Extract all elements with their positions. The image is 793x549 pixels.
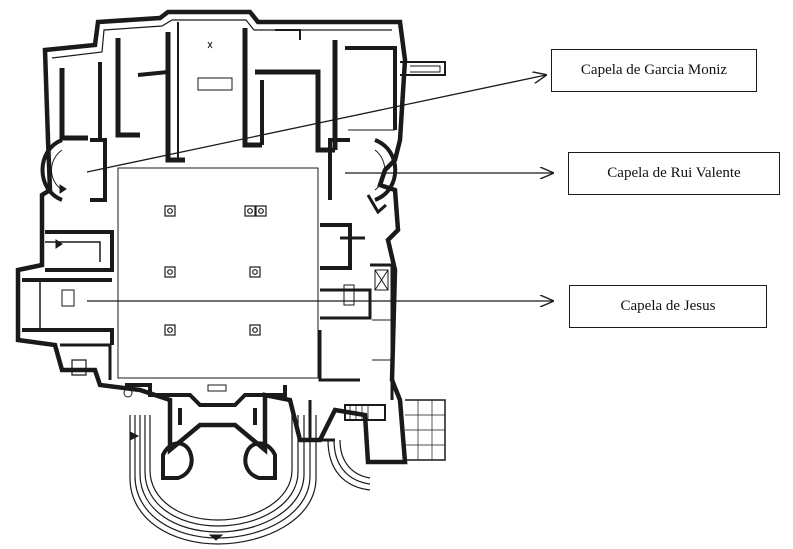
arrow-garcia-moniz (86, 75, 546, 173)
label-capela-garcia-moniz: Capela de Garcia Moniz (551, 49, 757, 92)
nave-outline (117, 167, 319, 379)
label-capela-rui-valente: Capela de Rui Valente (568, 152, 780, 195)
label-capela-de-jesus: Capela de Jesus (569, 285, 767, 328)
nave-columns (164, 205, 267, 336)
